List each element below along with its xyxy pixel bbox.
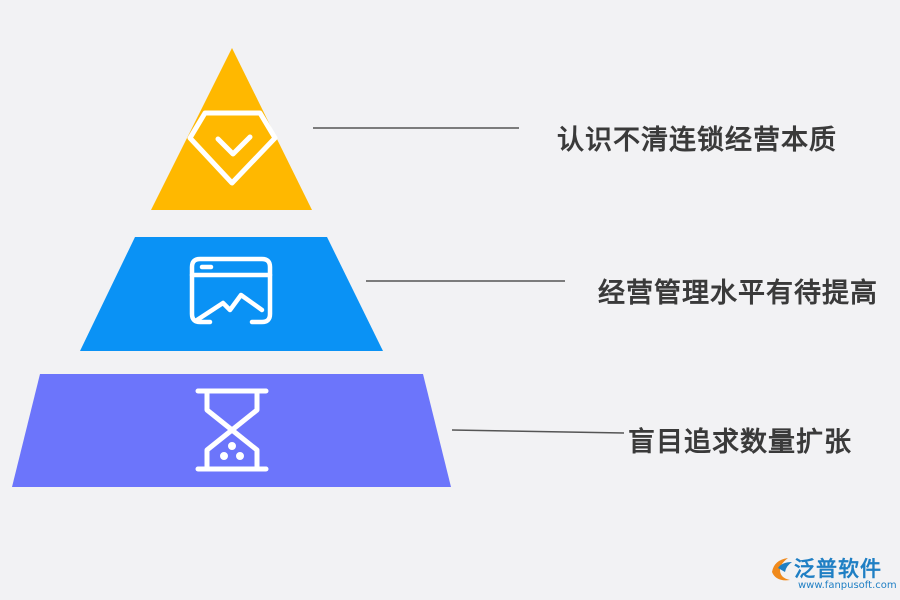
hourglass-icon <box>195 388 269 472</box>
watermark: 泛普软件 www.fanpusoft.com <box>768 550 898 598</box>
level-3-label: 盲目追求数量扩张 <box>628 427 852 458</box>
fanpu-logo-icon <box>772 558 792 581</box>
watermark-url: www.fanpusoft.com <box>798 580 897 591</box>
level-1-label: 认识不清连锁经营本质 <box>557 125 837 156</box>
pyramid-level-2 <box>80 237 383 351</box>
browser-chart-icon <box>189 256 273 325</box>
level-2-label: 经营管理水平有待提高 <box>598 278 878 309</box>
watermark-name: 泛普软件 <box>794 557 882 581</box>
pyramid-level-1 <box>151 48 312 210</box>
diamond-check-icon <box>187 110 278 186</box>
connector-line-3 <box>451 429 625 434</box>
